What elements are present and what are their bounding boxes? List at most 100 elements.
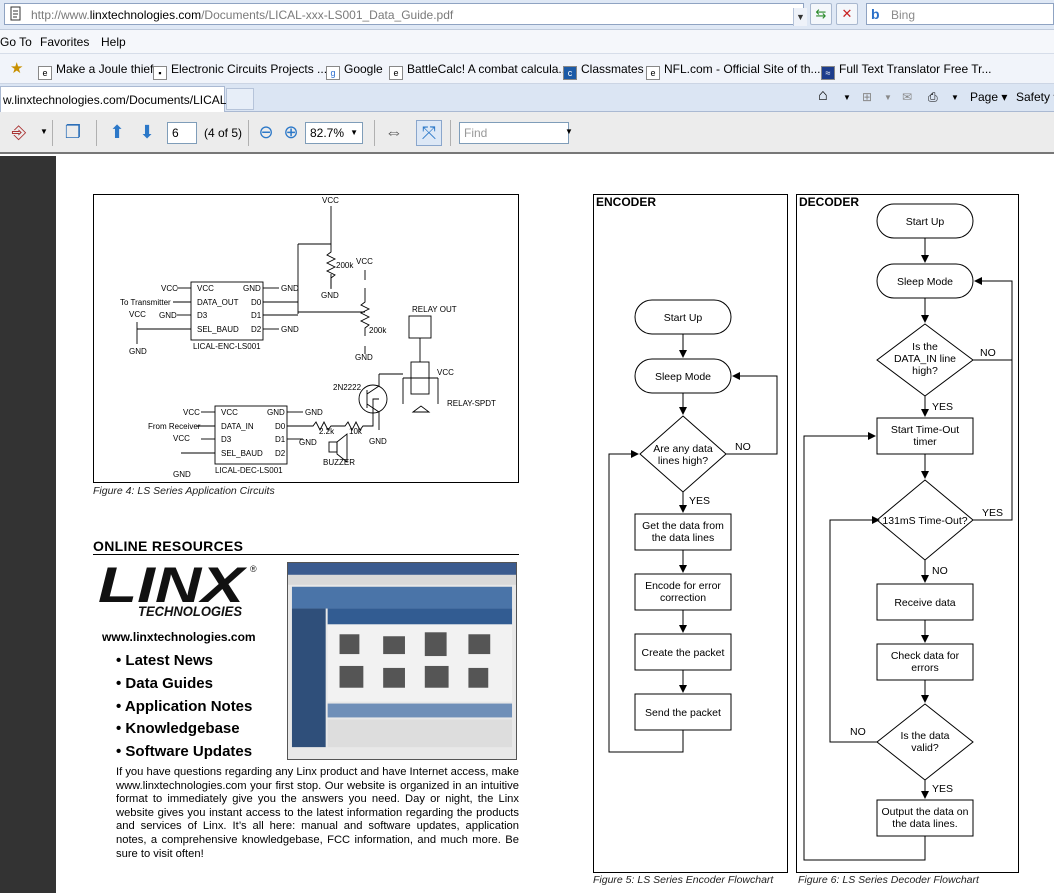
gnd-label-2: GND [355,353,373,362]
zoom-in-icon[interactable]: ⊕ [283,122,299,142]
feeds-icon[interactable]: ⊞ [862,90,873,104]
print-icon[interactable]: ⎙ [928,90,938,104]
resistor-22k-label: 2.2k [319,427,335,436]
home-dropdown-icon[interactable]: ▼ [843,93,851,102]
figure4-schematic: VCC 200k GND VCC 200k GND RELAY OUT VCC … [93,194,519,483]
encoder-part-label: LICAL-ENC-LS001 [193,342,261,351]
pages-icon[interactable]: ❐ [64,122,82,142]
zoom-out-icon[interactable]: ⊖ [258,122,274,142]
site-icon: ▪ [153,66,167,80]
list-item: • Data Guides [116,674,213,692]
pdf-toolbar: ⎆ ▼ ❐ ⬆ ⬇ 6 (4 of 5) ⊖ ⊕ 82.7%▼ ⇔ ⤧ Find… [0,112,1054,154]
resistor-200k-label-1: 200k [336,261,354,270]
menu-goto[interactable]: Go To [0,35,32,49]
resource-list: • Latest News • Data Guides • Applicatio… [116,650,252,764]
vcc-label-enc: VCC [161,284,178,293]
dec-pin-d1: D1 [275,435,286,444]
decoder-valid-label: valid? [911,742,939,754]
from-receiver-label: From Receiver [148,422,201,431]
gnd-label-3: GND [369,437,387,446]
toolbar-divider [96,120,97,146]
dec-pin-data-in: DATA_IN [221,422,254,431]
feeds-dropdown-icon[interactable]: ▼ [884,93,892,102]
address-dropdown-icon[interactable]: ▼ [793,8,807,26]
page-number-input[interactable]: 6 [167,122,197,144]
list-item: • Application Notes [116,697,253,715]
search-input[interactable]: b Bing [866,3,1054,25]
home-icon[interactable]: ⌂ [818,87,828,104]
decoder-timeout-label: 131mS Time-Out? [882,515,967,527]
encoder-step-label: the data lines [652,532,714,544]
svg-text:LINX: LINX [98,558,247,613]
address-field[interactable]: http://www.linxtechnologies.com/Document… [4,3,807,26]
decoder-check-label: errors [911,662,938,674]
decoder-part-label: LICAL-DEC-LS001 [215,466,283,475]
decoder-receive-label: Receive data [894,597,955,609]
fit-width-icon[interactable]: ⇔ [385,122,403,142]
vcc-label-3: VCC [437,368,454,377]
enc-pin-d3: D3 [197,311,208,320]
print-dropdown-icon[interactable]: ▼ [951,93,959,102]
menu-favorites[interactable]: Favorites [40,35,90,49]
toolbar-divider [450,120,451,146]
find-dropdown-icon[interactable]: ▼ [565,127,573,136]
safety-menu[interactable]: Safety ▾ [1016,90,1054,104]
decoder-no-label: NO [932,565,948,577]
ie-page-icon: e [646,66,660,80]
tab-pdf-document[interactable]: w.linxtechnologies.com/Documents/LICAL-x… [0,86,246,112]
relay-out-label: RELAY OUT [412,305,457,314]
decoder-output-label: Output the data on [882,806,969,818]
svg-text:TECHNOLOGIES: TECHNOLOGIES [138,603,243,619]
tab-bar: w.linxtechnologies.com/Documents/LICAL-x… [0,84,1054,112]
vcc-label-dec-2: VCC [173,434,190,443]
sign-dropdown-icon[interactable]: ▼ [40,127,48,136]
tab-title: w.linxtechnologies.com/Documents/LICAL-x… [3,93,247,107]
online-resources-paragraph: If you have questions regarding any Linx… [116,766,519,860]
decoder-valid-label: Is the data [900,730,949,742]
page-menu[interactable]: Page ▾ [970,90,1008,104]
list-item: • Knowledgebase [116,720,240,738]
decoder-check-label: Check data for [891,650,960,662]
gnd-label-enc-right-2: GND [281,325,299,334]
vcc-label-enc-2: VCC [129,310,146,319]
encoder-step-label: Encode for error [645,580,721,592]
decoder-flowchart: DECODER Start Up Sleep Mod [796,194,1019,873]
enc-pin-sel-baud: SEL_BAUD [197,325,239,334]
refresh-icon[interactable]: ⇆ [810,3,832,25]
mail-icon[interactable]: ✉ [902,90,913,104]
zoom-select[interactable]: 82.7%▼ [305,122,363,144]
dec-pin-d0: D0 [275,422,286,431]
decoder-no-label: NO [980,347,996,359]
toolbar-divider [52,120,53,146]
encoder-decision-label: lines high? [658,455,708,467]
list-item: • Software Updates [116,743,253,761]
menu-help[interactable]: Help [101,35,126,49]
pdf-page: VCC 200k GND VCC 200k GND RELAY OUT VCC … [56,156,1054,893]
dec-pin-d2: D2 [275,449,286,458]
vcc-label-1: VCC [322,196,339,205]
favorite-link-translator[interactable]: ≈Full Text Translator Free Tr... [821,62,992,80]
search-placeholder: Bing [891,8,916,22]
next-page-icon[interactable]: ⬇ [139,122,155,142]
find-input[interactable]: Find [459,122,569,144]
new-tab-button[interactable] [226,88,254,110]
favorite-link-electronic-circuits[interactable]: ▪Electronic Circuits Projects ... [153,62,327,80]
previous-page-icon[interactable]: ⬆ [109,122,125,142]
enc-pin-vcc: VCC [197,284,214,293]
resistor-10k-label: 10k [349,427,363,436]
relay-spdt-label: RELAY-SPDT [447,399,496,408]
sign-icon[interactable]: ⎆ [11,122,27,142]
website-screenshot-image [287,562,517,760]
list-item: • Latest News [116,652,213,669]
google-icon: g [326,66,340,80]
fit-page-icon[interactable]: ⤧ [416,120,442,146]
stop-icon[interactable]: ✕ [836,3,858,25]
favorites-star-icon[interactable]: ★ [10,60,24,77]
buzzer-label: BUZZER [323,458,355,467]
